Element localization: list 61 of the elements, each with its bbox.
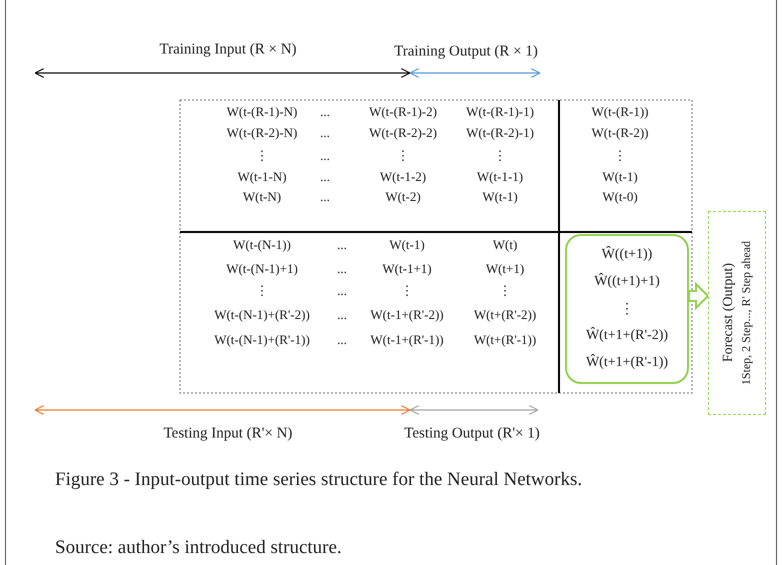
matrix-entry: W(t-1-2) bbox=[380, 169, 426, 185]
ellipsis: ⋮ bbox=[498, 283, 512, 299]
dimension-label: Testing Input (R'× N) bbox=[164, 426, 292, 442]
matrix-entry: W(t-1) bbox=[482, 189, 518, 205]
ellipsis: ... bbox=[337, 307, 347, 323]
dimension-label: Testing Output (R'× 1) bbox=[404, 426, 540, 442]
dimension-label: Training Output (R × 1) bbox=[394, 44, 538, 60]
matrix-entry: W(t-1-1) bbox=[476, 169, 524, 185]
vertical-label: Forecast (Output) bbox=[720, 263, 736, 363]
forecast-term: Ŵ((t+1)+1) bbox=[594, 274, 660, 290]
matrix-entry: W(t-(R-1)-2) bbox=[369, 104, 437, 120]
ellipsis: ... bbox=[320, 125, 330, 141]
matrix-entry: W(t-1) bbox=[389, 237, 425, 253]
forecast-term: Ŵ(t+1+(R'-1)) bbox=[586, 354, 668, 371]
figure-caption: Figure 3 - Input-output time series structure for the Neural Networks. bbox=[55, 469, 582, 491]
matrix-entry: W(t-1+1) bbox=[382, 261, 432, 277]
forecast-term: Ŵ((t+1)) bbox=[602, 247, 652, 264]
matrix-entry: W(t-(R-2)-1) bbox=[466, 125, 534, 141]
matrix-entry: W(t+(R'-2)) bbox=[474, 307, 536, 323]
ellipsis: ... bbox=[320, 169, 330, 185]
forecast-term: Ŵ(t+1+(R'-2)) bbox=[586, 328, 668, 344]
ellipsis: ⋮ bbox=[256, 148, 268, 164]
matrix-entry: W(t) bbox=[492, 237, 518, 253]
matrix-entry: W(t-(N-1)) bbox=[233, 237, 291, 253]
ellipsis: ... bbox=[337, 283, 347, 299]
ellipsis: ... bbox=[337, 332, 347, 348]
dimension-label: Training Input (R × N) bbox=[159, 42, 297, 58]
ellipsis: ⋮ bbox=[620, 300, 634, 318]
ellipsis: ... bbox=[337, 237, 347, 253]
matrix-entry: W(t-2) bbox=[385, 189, 421, 205]
matrix-entry: W(t-1-N) bbox=[237, 169, 287, 185]
forecast-output-box bbox=[708, 211, 766, 415]
source-note: Source: author’s introduced structure. bbox=[55, 537, 342, 559]
ellipsis: ... bbox=[320, 189, 330, 205]
vertical-label: 1Step, 2 Step..., R' Step ahead bbox=[738, 240, 754, 386]
matrix-entry: W(t-N) bbox=[242, 189, 282, 205]
block-arrow bbox=[688, 282, 710, 310]
matrix-entry: W(t-(R-2)-2) bbox=[369, 125, 437, 141]
matrix-entry: W(t-1+(R'-1)) bbox=[370, 332, 444, 348]
matrix-entry: W(t-0) bbox=[602, 189, 638, 205]
ellipsis: ⋮ bbox=[396, 148, 410, 164]
matrix-entry: W(t-(N-1)+1) bbox=[226, 261, 298, 277]
matrix-entry: W(t+1) bbox=[486, 261, 524, 277]
matrix-entry: W(t-1+(R'-2)) bbox=[370, 307, 444, 323]
ellipsis: ⋮ bbox=[400, 283, 414, 299]
matrix-entry: W(t-(R-2)-N) bbox=[226, 125, 298, 141]
matrix-entry: W(t-(R-1)-N) bbox=[226, 104, 298, 120]
ellipsis: ... bbox=[320, 148, 330, 164]
matrix-entry: W(t-(R-2)) bbox=[591, 125, 649, 141]
matrix-entry: W(t-1) bbox=[602, 169, 638, 185]
ellipsis: ⋮ bbox=[256, 283, 268, 299]
matrix-entry: W(t-(N-1)+(R'-2)) bbox=[214, 307, 310, 323]
forecast-values-box bbox=[565, 234, 689, 384]
ellipsis: ⋮ bbox=[494, 148, 506, 164]
ellipsis: ⋮ bbox=[614, 148, 626, 164]
ellipsis: ... bbox=[320, 104, 330, 120]
ellipsis: ... bbox=[337, 261, 347, 277]
matrix-entry: W(t-(N-1)+(R'-1)) bbox=[214, 332, 310, 348]
matrix-entry: W(t-(R-1)-1) bbox=[466, 104, 534, 120]
matrix-entry: W(t+(R'-1)) bbox=[474, 332, 536, 348]
matrix-entry: W(t-(R-1)) bbox=[591, 104, 649, 120]
